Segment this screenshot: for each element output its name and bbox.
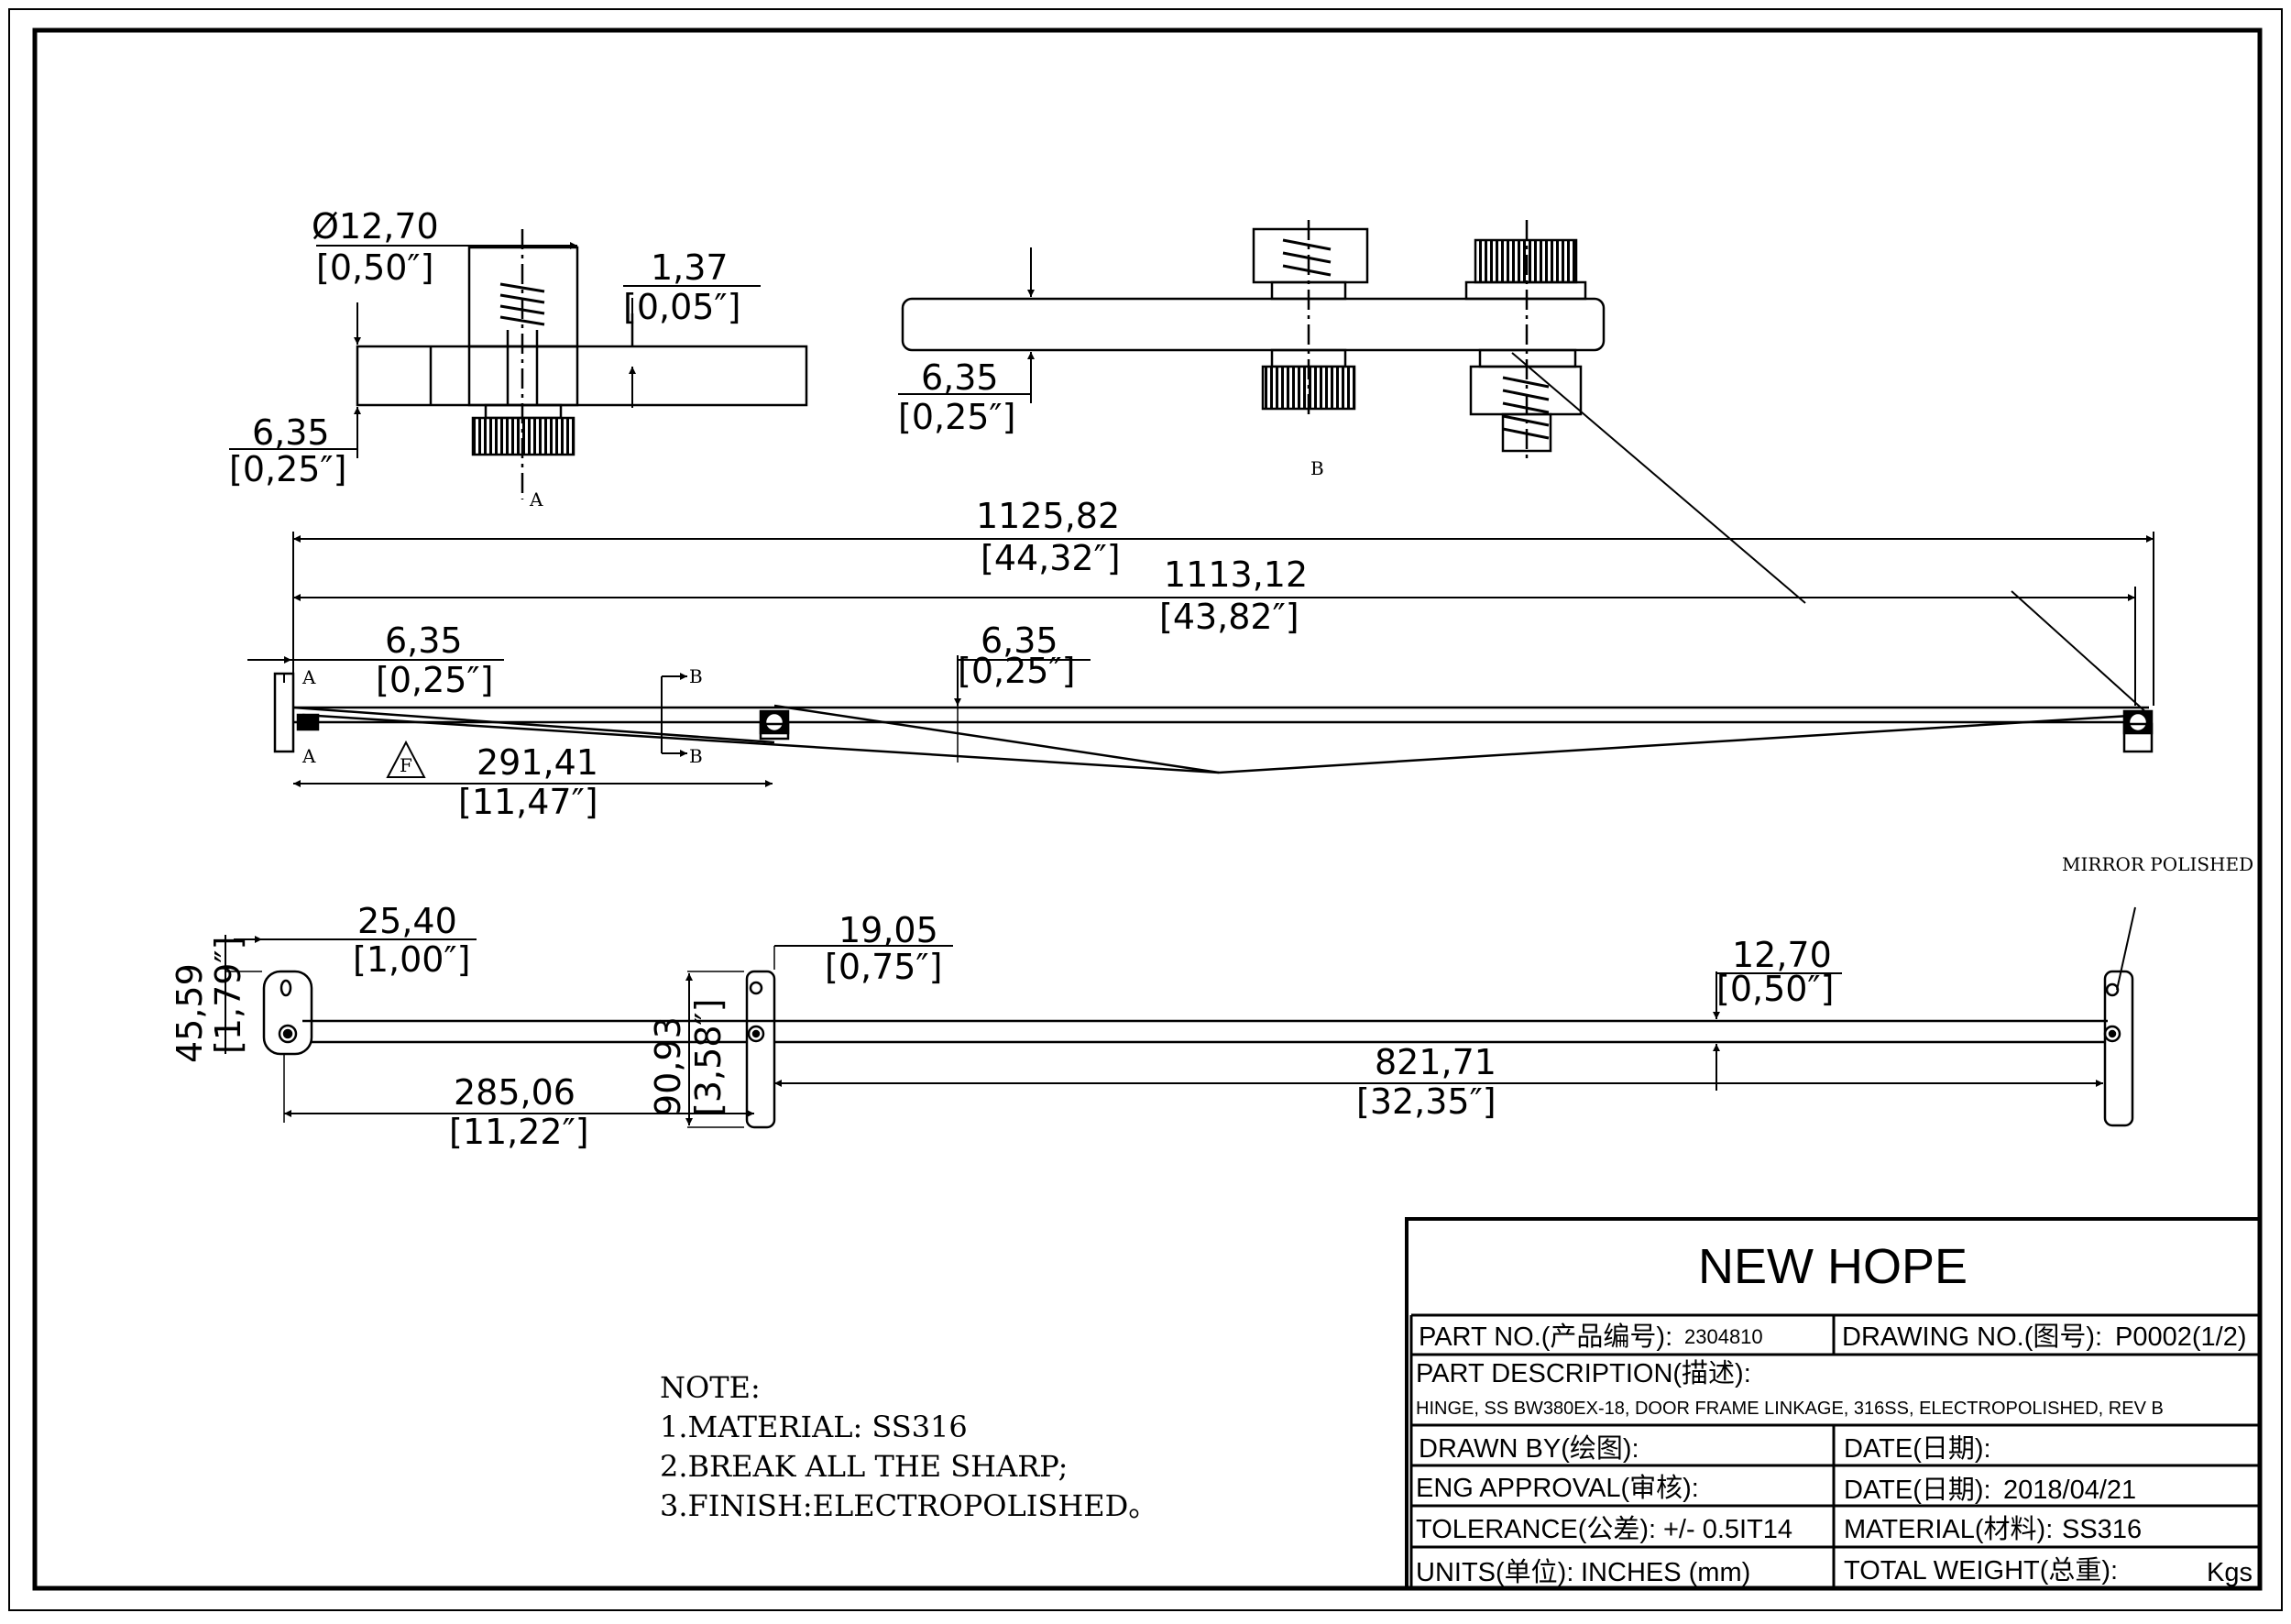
dim-bot-span-in: [32,35″] — [1356, 1081, 1496, 1122]
plan-dimensions: 25,40 [1,00″] 45,59 [1,79″] 19,05 [0,75″… — [170, 853, 2253, 1152]
dim-top-a-dia-in: [0,50″] — [316, 247, 433, 288]
dim-bot-left-span: 285,06 — [454, 1072, 575, 1113]
units-value: INCHES (mm) — [1581, 1558, 1750, 1587]
part-desc-value: HINGE, SS BW380EX-18, DOOR FRAME LINKAGE… — [1416, 1399, 2164, 1419]
dim-centers: 1113,12 — [1164, 554, 1308, 595]
flag-label: F — [400, 754, 412, 776]
note-item: 1.MATERIAL: SS316 — [660, 1410, 968, 1444]
dim-bot-mid-width-in: [0,75″] — [825, 947, 942, 987]
dim-bot-height-mid: 90,93 — [648, 1016, 688, 1116]
dim-mid-thk: 6,35 — [981, 620, 1058, 661]
notes-title: NOTE: — [660, 1370, 761, 1405]
tolerance-label: TOLERANCE(公差): — [1416, 1514, 1656, 1544]
section-a-top: A — [301, 666, 316, 688]
dim-bot-left-span-in: [11,22″] — [449, 1112, 589, 1152]
date2-label: DATE(日期): — [1844, 1476, 1991, 1505]
plan-view — [262, 906, 2136, 1129]
view-a — [356, 229, 808, 499]
dim-bot-bar-w-in: [0,50″] — [1716, 969, 1834, 1009]
dim-bot-bar-w: 12,70 — [1732, 935, 1832, 975]
dim-bot-span: 821,71 — [1375, 1042, 1496, 1082]
outer-border — [8, 8, 2283, 1611]
date2-value: 2018/04/21 — [2003, 1476, 2136, 1505]
dim-bot-height-left: 45,59 — [170, 963, 210, 1063]
dim-top-a-dia: Ø12,70 — [312, 206, 439, 247]
section-b-bottom: B — [689, 745, 703, 767]
flag-triangle-icon — [386, 740, 426, 778]
material-value: SS316 — [2062, 1515, 2142, 1544]
dim-top-b-bar: 6,35 — [921, 357, 999, 398]
units-label: UNITS(单位): — [1416, 1557, 1573, 1587]
drawn-by-label: DRAWN BY(绘图): — [1419, 1433, 1639, 1464]
total-weight-unit: Kgs — [2207, 1558, 2253, 1587]
dim-mid-thk-in: [0,25″] — [958, 651, 1075, 691]
dim-left-offset-in: [0,25″] — [376, 660, 493, 700]
dim-top-a-bar: 6,35 — [252, 412, 330, 453]
part-no-value: 2304810 — [1684, 1325, 1763, 1348]
title-block: NEW HOPE PART NO.(产品编号): 2304810 DRAWING… — [1405, 1217, 2262, 1590]
dim-first-pivot-in: [11,47″] — [458, 782, 598, 822]
dim-bot-width-in: [1,00″] — [353, 939, 470, 980]
dim-top-a-thk: 1,37 — [651, 247, 729, 288]
dim-top-b-bar-in: [0,25″] — [898, 397, 1015, 437]
dim-overall-in: [44,32″] — [981, 538, 1121, 578]
part-desc-label: PART DESCRIPTION(描述): — [1416, 1358, 1751, 1388]
company-name: NEW HOPE — [1698, 1239, 1968, 1294]
eng-approval-label: ENG APPROVAL(审核): — [1416, 1473, 1699, 1503]
note-item: 3.FINISH:ELECTROPOLISHED。 — [660, 1488, 1157, 1523]
dim-bot-width: 25,40 — [357, 901, 457, 941]
main-dimensions: 1125,82 [44,32″] 1113,12 [43,82″] 6,35 [… — [247, 496, 2154, 822]
section-b-top: B — [689, 665, 703, 687]
dim-bot-mid-width: 19,05 — [839, 910, 938, 950]
dim-overall: 1125,82 — [976, 496, 1120, 536]
note-item: 2.BREAK ALL THE SHARP; — [660, 1449, 1068, 1484]
dim-left-offset: 6,35 — [385, 620, 463, 661]
dim-bot-height-left-in: [1,79″] — [208, 937, 248, 1054]
view-b — [901, 220, 1606, 458]
total-weight-label: TOTAL WEIGHT(总重): — [1844, 1555, 2118, 1586]
tolerance-value: +/- 0.5IT14 — [1663, 1515, 1792, 1544]
dim-centers-in: [43,82″] — [1159, 597, 1299, 637]
material-label: MATERIAL(材料): — [1844, 1514, 2053, 1544]
section-a-bottom: A — [301, 745, 316, 767]
drawing-no-value: P0002(1/2) — [2115, 1322, 2247, 1352]
label-view-a: A — [529, 488, 543, 510]
label-view-b: B — [1310, 457, 1324, 479]
date1-label: DATE(日期): — [1844, 1434, 1991, 1464]
callout-mirror-polished: MIRROR POLISHED — [2062, 853, 2253, 875]
main-linkage-view — [273, 352, 2154, 774]
inner-border — [32, 27, 2263, 1591]
dim-top-a-bar-in: [0,25″] — [229, 449, 346, 489]
view-b-dimensions: 6,35 [0,25″] B — [898, 247, 1324, 479]
dim-top-a-thk-in: [0,05″] — [623, 287, 740, 327]
notes-block: NOTE: 1.MATERIAL: SS316 2.BREAK ALL THE … — [660, 1370, 1157, 1523]
part-no-label: PART NO.(产品编号): — [1419, 1322, 1672, 1352]
drawing-no-label: DRAWING NO.(图号): — [1842, 1322, 2102, 1352]
dim-bot-height-mid-in: [3,58″] — [688, 999, 729, 1116]
dim-first-pivot: 291,41 — [477, 742, 598, 783]
view-a-dimensions: Ø12,70 [0,50″] 1,37 [0,05″] 6,35 [0,25″]… — [229, 206, 761, 510]
